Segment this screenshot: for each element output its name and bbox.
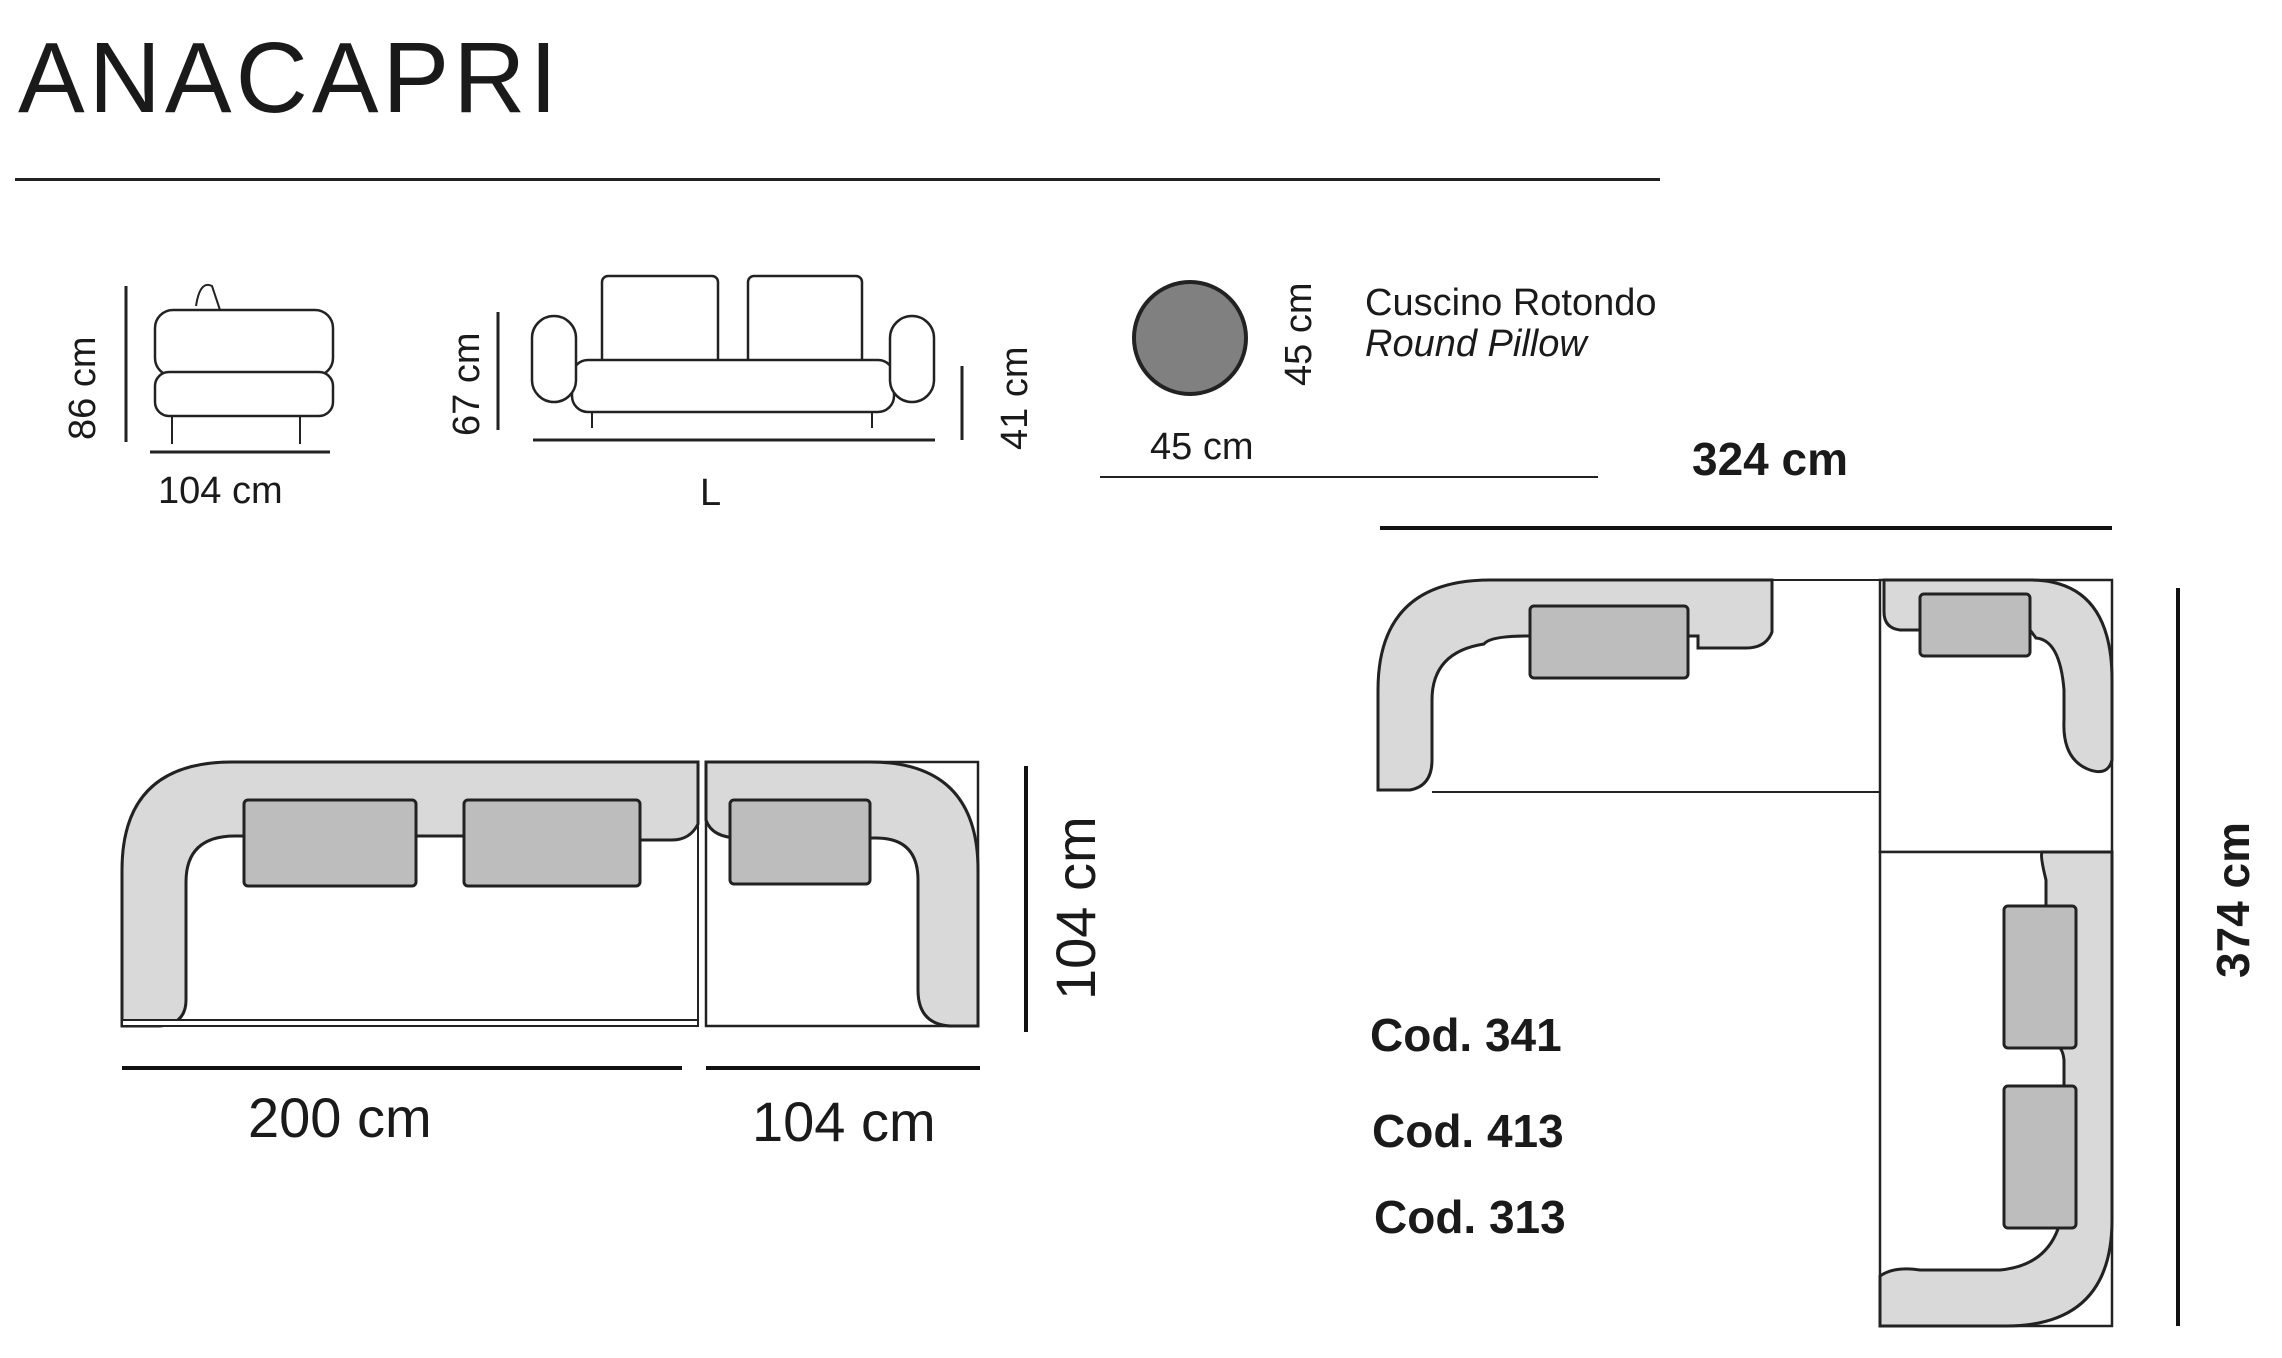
code-313: Cod. 313 <box>1374 1191 1566 1243</box>
pillow-height-label: 45 cm <box>1278 282 1320 386</box>
front-height-label: 67 cm <box>446 332 488 436</box>
plan-corner-module <box>704 760 980 1028</box>
round-pillow-drawing <box>1100 280 1598 478</box>
pillow-width-label: 45 cm <box>1150 426 1254 468</box>
title-divider <box>15 178 1660 181</box>
pillow-description: Cuscino Rotondo Round Pillow <box>1365 283 1657 365</box>
product-title: ANACAPRI <box>18 22 562 134</box>
seat-height-label: 41 cm <box>994 346 1036 450</box>
code-341: Cod. 341 <box>1370 1009 1562 1061</box>
front-length-label: L <box>700 472 722 514</box>
composition-width-label: 324 cm <box>1692 433 1849 485</box>
pillow-name-italian: Cuscino Rotondo <box>1365 282 1657 324</box>
front-elevation-drawing <box>496 274 964 442</box>
side-depth-label: 104 cm <box>158 470 283 512</box>
code-413: Cod. 413 <box>1372 1105 1564 1157</box>
pillow-name-english: Round Pillow <box>1365 323 1587 365</box>
plan-sofa-module <box>120 760 700 1028</box>
side-height-label: 86 cm <box>62 336 104 440</box>
plan-corner-width-label: 104 cm <box>752 1090 936 1153</box>
composition-height-label: 374 cm <box>2207 821 2259 978</box>
plan-sofa-width-label: 200 cm <box>248 1086 432 1149</box>
corner-composition-plan <box>1376 526 2180 1328</box>
side-elevation-drawing <box>124 284 335 454</box>
plan-depth-label: 104 cm <box>1044 816 1107 1000</box>
